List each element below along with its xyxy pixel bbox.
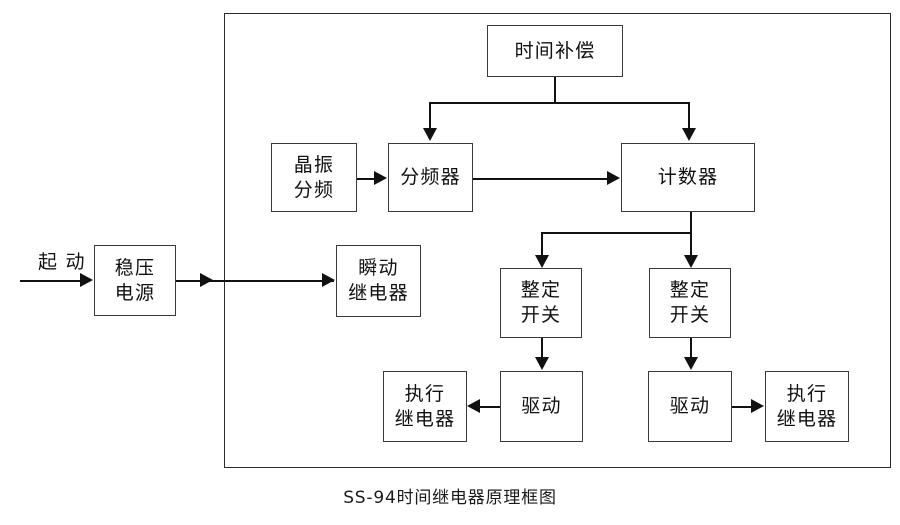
conn-driver-right-to-exec-line — [732, 406, 752, 408]
conn-divider-to-counter-arrow — [607, 171, 620, 185]
block-crystal-divider[interactable]: 晶振 分频 — [271, 143, 357, 212]
conn-driver-left-to-exec-line — [480, 406, 501, 408]
conn-timecomp-split-bar — [429, 102, 689, 104]
block-exec-relay-right-line2: 继电器 — [776, 407, 838, 430]
conn-switch-right-to-driver-line — [690, 338, 692, 358]
conn-start-to-power-line — [20, 280, 82, 282]
block-power-supply-line1: 稳压 — [114, 256, 156, 279]
conn-power-to-instant-arrow — [322, 273, 335, 287]
conn-power-wall-arrow — [200, 273, 213, 287]
block-driver-left-line1: 驱动 — [521, 395, 562, 418]
block-frequency-divider[interactable]: 分频器 — [388, 143, 473, 212]
block-crystal-divider-line2: 分频 — [293, 178, 335, 201]
start-label-line1: 起 — [38, 251, 59, 273]
block-time-compensation[interactable]: 时间补偿 — [487, 25, 623, 77]
conn-timecomp-to-counter-line — [688, 102, 690, 130]
block-frequency-divider-line1: 分频器 — [400, 166, 461, 189]
conn-timecomp-to-divider-arrow — [423, 128, 437, 141]
conn-switch-left-to-driver-arrow — [535, 357, 549, 370]
conn-crystal-to-divider-line — [357, 178, 375, 180]
conn-crystal-to-divider-arrow — [374, 171, 387, 185]
conn-power-to-instant-line — [176, 280, 334, 282]
block-exec-relay-right-line1: 执行 — [786, 382, 828, 405]
block-exec-relay-left[interactable]: 执行 继电器 — [383, 371, 467, 442]
start-label: 起 动 — [38, 250, 84, 275]
block-exec-relay-right[interactable]: 执行 继电器 — [765, 371, 849, 442]
conn-timecomp-to-divider-line — [429, 102, 431, 130]
start-label-line2: 动 — [65, 251, 86, 273]
conn-counter-to-switch-left-arrow — [535, 255, 549, 268]
conn-switch-left-to-driver-line — [541, 338, 543, 358]
conn-counter-split-bar — [541, 232, 692, 234]
block-instant-relay-line1: 瞬动 — [358, 257, 399, 280]
block-counter-line1: 计数器 — [657, 166, 719, 189]
block-counter[interactable]: 计数器 — [621, 143, 755, 212]
block-power-supply[interactable]: 稳压 电源 — [94, 245, 176, 316]
block-driver-right-line1: 驱动 — [669, 395, 711, 418]
conn-driver-left-to-exec-arrow — [467, 399, 480, 413]
block-exec-relay-left-line2: 继电器 — [394, 407, 456, 430]
block-setting-switch-right-line2: 开关 — [669, 304, 711, 326]
conn-timecomp-stem — [554, 77, 556, 103]
conn-counter-to-switch-right-arrow — [684, 255, 698, 268]
block-instant-relay[interactable]: 瞬动 继电器 — [336, 245, 421, 317]
diagram-caption: SS-94时间继电器原理框图 — [343, 488, 557, 508]
conn-counter-to-switch-right-line — [690, 232, 692, 258]
block-instant-relay-line2: 继电器 — [348, 282, 409, 304]
block-setting-switch-left-line2: 开关 — [520, 304, 562, 326]
block-exec-relay-left-line1: 执行 — [404, 382, 446, 405]
conn-timecomp-to-counter-arrow — [682, 128, 696, 141]
conn-start-to-power-arrow — [80, 273, 93, 287]
block-driver-left[interactable]: 驱动 — [500, 371, 583, 442]
conn-switch-right-to-driver-arrow — [684, 357, 698, 370]
block-crystal-divider-line1: 晶振 — [293, 153, 335, 176]
block-driver-right[interactable]: 驱动 — [648, 371, 732, 442]
conn-divider-to-counter-line — [473, 178, 608, 180]
block-time-compensation-line1: 时间补偿 — [514, 39, 596, 62]
conn-counter-stem — [690, 212, 692, 234]
relay-enclosure-border — [224, 13, 891, 468]
block-setting-switch-left-line1: 整定 — [520, 279, 562, 302]
conn-counter-to-switch-left-line — [541, 232, 543, 258]
block-power-supply-line2: 电源 — [114, 281, 156, 304]
block-setting-switch-right[interactable]: 整定 开关 — [649, 268, 731, 338]
block-setting-switch-right-line1: 整定 — [669, 279, 711, 302]
conn-driver-right-to-exec-arrow — [751, 399, 764, 413]
block-setting-switch-left[interactable]: 整定 开关 — [500, 268, 582, 338]
